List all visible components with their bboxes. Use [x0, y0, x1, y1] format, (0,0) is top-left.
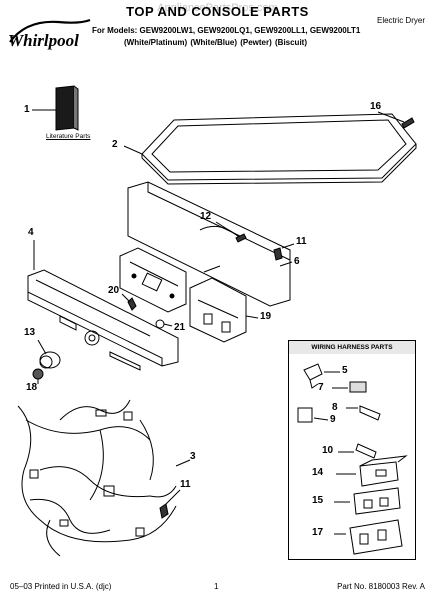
footer-page-number: 1: [214, 582, 219, 591]
watermark: AppliancePartsPros.com: [157, 2, 278, 14]
literature-book: [32, 85, 79, 131]
callout-21: 21: [174, 322, 186, 333]
callout-9: 9: [330, 414, 336, 425]
legend-part-17: [334, 519, 403, 555]
callout-14: 14: [312, 467, 324, 478]
knob-18: [32, 368, 44, 384]
legend-part-5: [303, 363, 340, 389]
legend-part-9: [297, 407, 329, 423]
models-line: For Models: GEW9200LW1, GEW9200LQ1, GEW9…: [92, 26, 361, 35]
wiring-harness: [17, 399, 191, 557]
footer-part-number: Part No. 8180003 Rev. A: [337, 582, 425, 591]
callout-8: 8: [332, 402, 338, 413]
callout-15: 15: [312, 495, 324, 506]
screw-12: [215, 221, 247, 243]
whirlpool-logo: Whirlpool: [8, 18, 91, 50]
callout-11-bottom: 11: [180, 479, 191, 490]
callout-17: 17: [312, 527, 324, 538]
interface-housing: [189, 277, 259, 343]
legend-title: WIRING HARNESS PARTS: [289, 341, 415, 354]
callout-5: 5: [342, 365, 348, 376]
control-board: [119, 247, 187, 313]
legend-part-15: [334, 487, 401, 515]
screw-11-top: [273, 243, 295, 261]
callout-2: 2: [112, 139, 118, 150]
legend-part-10: [338, 443, 377, 459]
knob-21: [155, 319, 173, 329]
callout-20: 20: [108, 285, 120, 296]
dryer-top: [123, 113, 417, 185]
callout-18: 18: [26, 382, 38, 393]
wiring-harness-legend: [288, 340, 416, 560]
legend-part-8: [346, 405, 381, 421]
brand-text: Whirlpool: [8, 31, 79, 50]
callout-11-top: 11: [296, 236, 307, 247]
screw-11-bottom: [159, 489, 181, 519]
callout-1: 1: [24, 104, 30, 115]
finishes-line: (White/Platinum) (White/Blue) (Pewter) (…: [124, 38, 307, 47]
screw-20: [121, 293, 137, 311]
legend-part-14: [336, 455, 408, 487]
screw-16: [377, 111, 415, 129]
callout-13: 13: [24, 327, 36, 338]
console-bracket: [127, 181, 291, 307]
callout-3: 3: [190, 451, 196, 462]
callout-6: 6: [294, 256, 300, 267]
callout-16: 16: [370, 101, 382, 112]
doc-type: Electric Dryer: [376, 16, 425, 25]
callout-4: 4: [28, 227, 34, 238]
footer-print-info: 05–03 Printed in U.S.A. (djc): [10, 582, 112, 591]
literature-parts-label: Literature Parts: [46, 133, 91, 140]
knob-13: [37, 339, 61, 369]
callout-12: 12: [200, 211, 212, 222]
callout-10: 10: [322, 445, 334, 456]
page-title: TOP AND CONSOLE PARTS: [126, 4, 309, 19]
console-panel: [27, 240, 179, 371]
callout-7: 7: [318, 382, 324, 393]
callout-19: 19: [260, 311, 272, 322]
legend-part-7: [332, 381, 367, 393]
